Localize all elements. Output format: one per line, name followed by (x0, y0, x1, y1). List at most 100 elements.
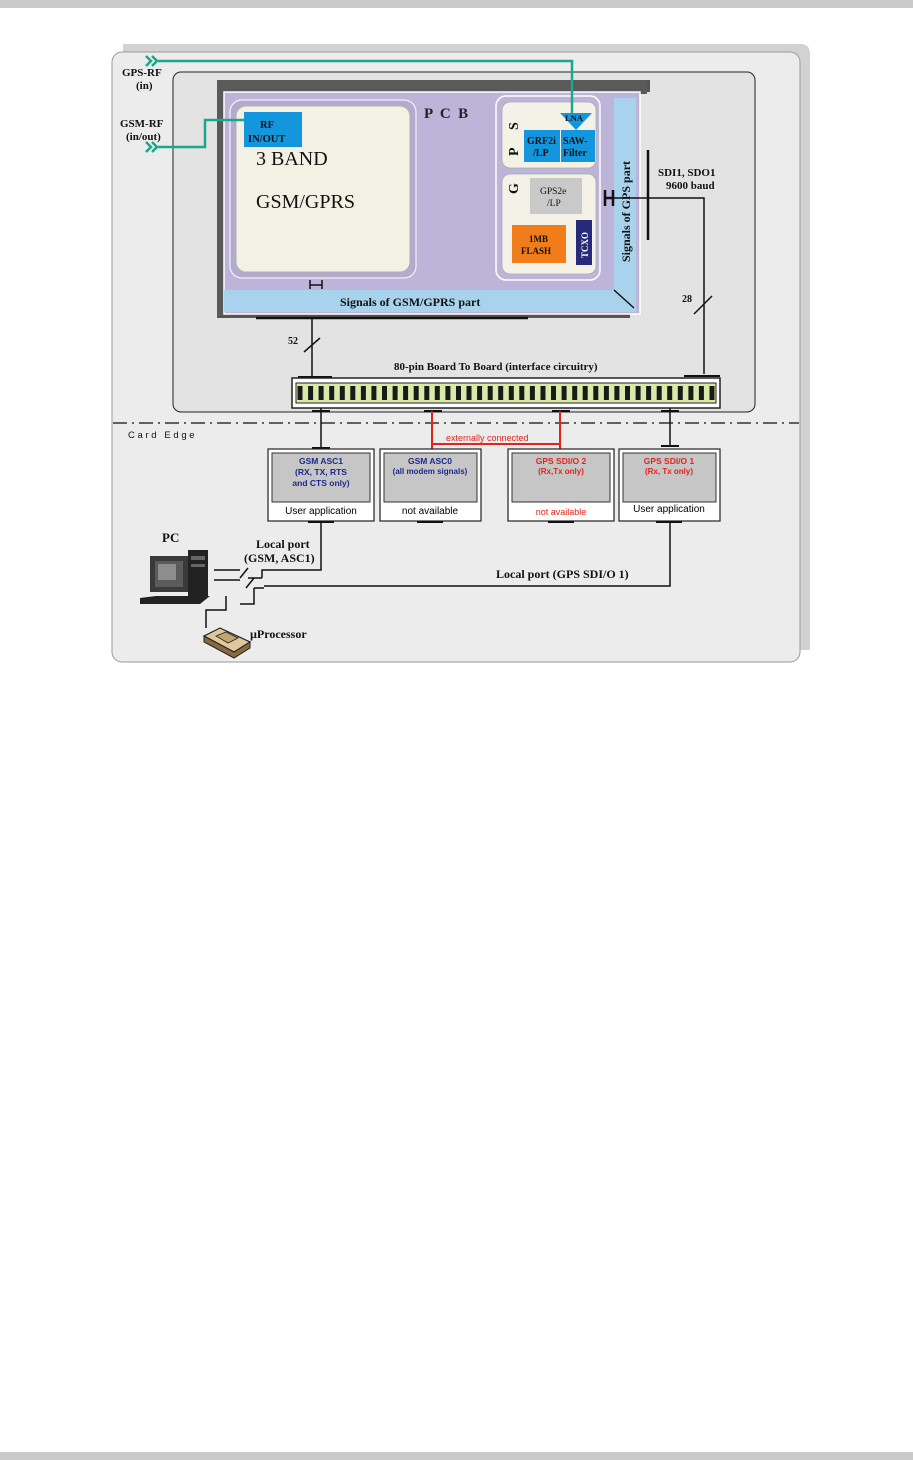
corner-diagonal (613, 289, 635, 309)
port-1-title: GSM ASC1 (299, 456, 343, 466)
pcb-frame-top (217, 80, 647, 94)
module-block-diagram: RF IN/OUT 3 BAND GSM/GPRS P C B S P G LN… (111, 44, 810, 663)
sdi-label-1: SDI1, SDO1 (658, 167, 715, 179)
gps-letter-s: S (507, 122, 522, 130)
port-2-screen (383, 452, 478, 503)
connector-pin (392, 386, 398, 400)
connector-pin (508, 386, 514, 400)
connector-pin (371, 386, 377, 400)
pc-label: PC (162, 530, 179, 545)
flash-label-1: 1MB (529, 234, 548, 244)
connector-pin (318, 386, 324, 400)
grf2i-block (524, 130, 560, 162)
signals-gsm-label: Signals of GSM/GPRS part (340, 295, 480, 309)
port-box-gps-sdio2: GPS SDI/O 2 (Rx,Tx only) not available (507, 448, 615, 522)
port-3-screen (511, 452, 611, 503)
port-2-title: GSM ASC0 (408, 456, 452, 466)
port-2-footer: not available (402, 506, 459, 517)
port-4-line-1: (Rx, Tx only) (645, 467, 693, 476)
connector-pin (572, 386, 578, 400)
gps-rf-label: GPS-RF (122, 67, 162, 79)
connector-pin (540, 386, 546, 400)
connector-pin (561, 386, 567, 400)
grf2i-label-1: GRF2i (527, 136, 556, 147)
gsm-module-inner (235, 105, 411, 273)
bottom-bar (0, 1452, 913, 1460)
port-1-line-1: (RX, TX, RTS (295, 467, 347, 477)
port-3-footer: not available (536, 507, 587, 517)
gps-rf-arrow-icon (145, 55, 159, 67)
local-port-gps-line (264, 522, 671, 587)
connector-pin (466, 386, 472, 400)
h-symbol-gsm (309, 280, 323, 289)
connector-pin (350, 386, 356, 400)
connector-pin (625, 386, 630, 400)
connector-pin (477, 386, 483, 400)
gsm-bus-slash (303, 337, 321, 353)
card-edge-label: C a r d E d g e (128, 430, 195, 441)
gps-rf-sublabel: (in) (136, 80, 153, 92)
gsm-rf-sublabel: (in/out) (126, 131, 161, 143)
connector-pin (329, 386, 335, 400)
connector-pin (646, 386, 652, 400)
connector-pin (445, 386, 451, 400)
tcxo-label: TCXO (580, 232, 590, 258)
connector-pin (413, 386, 419, 400)
port-box-gsm-asc0: GSM ASC0 (all modem signals) not availab… (379, 448, 482, 522)
connector-pin (529, 386, 535, 400)
port-4-title: GPS SDI/O 1 (644, 456, 695, 466)
connector-pin (487, 386, 493, 400)
connector-pin (424, 386, 430, 400)
gps-bus-slash (693, 295, 713, 315)
connector-pin (635, 386, 641, 400)
lna-triangle (560, 113, 592, 130)
connector-pin (551, 386, 556, 400)
pcb-highlight (223, 91, 641, 315)
pcb-label: P C B (424, 106, 468, 122)
externally-connected-label: externally connected (446, 433, 529, 443)
rf-inout-block (244, 112, 302, 147)
gps-letter-p: P (507, 147, 522, 156)
connector-pin (498, 386, 504, 400)
local-port-gsm-label-2: (GSM, ASC1) (244, 551, 315, 565)
connector-pin (709, 386, 715, 400)
connector-pin (667, 386, 673, 400)
signals-gsm-strip (224, 290, 636, 312)
signals-gps-strip (614, 98, 636, 308)
signals-gps-label: Signals of GPS part (619, 161, 633, 262)
band-label: 3 BAND (256, 148, 328, 170)
connector-pin (677, 386, 683, 400)
port-1-screen (271, 452, 371, 503)
rf-inout-label-2: IN/OUT (248, 134, 285, 145)
flash-block (512, 225, 566, 263)
grf2i-label-2: /LP (532, 148, 549, 159)
connector-pin (308, 386, 314, 400)
port-2-line-1: (all modem signals) (393, 467, 468, 476)
port-1-line-2: and CTS only) (292, 478, 349, 488)
external-link-red (431, 411, 561, 445)
connector-label: 80-pin Board To Board (interface circuit… (394, 361, 598, 373)
port-box-gps-sdio1: GPS SDI/O 1 (Rx, Tx only) User applicati… (618, 448, 721, 522)
switch-symbol-icon (205, 567, 264, 628)
tcxo-block (576, 220, 592, 265)
connector-pin (297, 386, 303, 400)
connector-inner (295, 382, 717, 404)
saw-label-2: Filter (563, 148, 587, 159)
connector-pin (593, 386, 599, 400)
microprocessor-icon (202, 627, 252, 659)
gsm-rf-label: GSM-RF (120, 118, 164, 130)
lna-label: LNA (565, 113, 584, 123)
gsm-rf-arrow-icon (145, 141, 159, 153)
connector-pin (582, 386, 588, 400)
connector-pin (339, 386, 345, 400)
connector-pin (360, 386, 366, 400)
gps-letter-g: G (507, 183, 522, 194)
gsm-rf-line (158, 118, 244, 149)
connector-pin (519, 386, 525, 400)
port-4-screen (622, 452, 717, 503)
pc-icon (140, 550, 210, 604)
sdi-label-2: 9600 baud (666, 180, 715, 192)
local-port-gsm-line (261, 522, 322, 578)
port-3-line-1: (Rx,Tx only) (538, 467, 584, 476)
saw-label-1: SAW- (563, 136, 588, 147)
